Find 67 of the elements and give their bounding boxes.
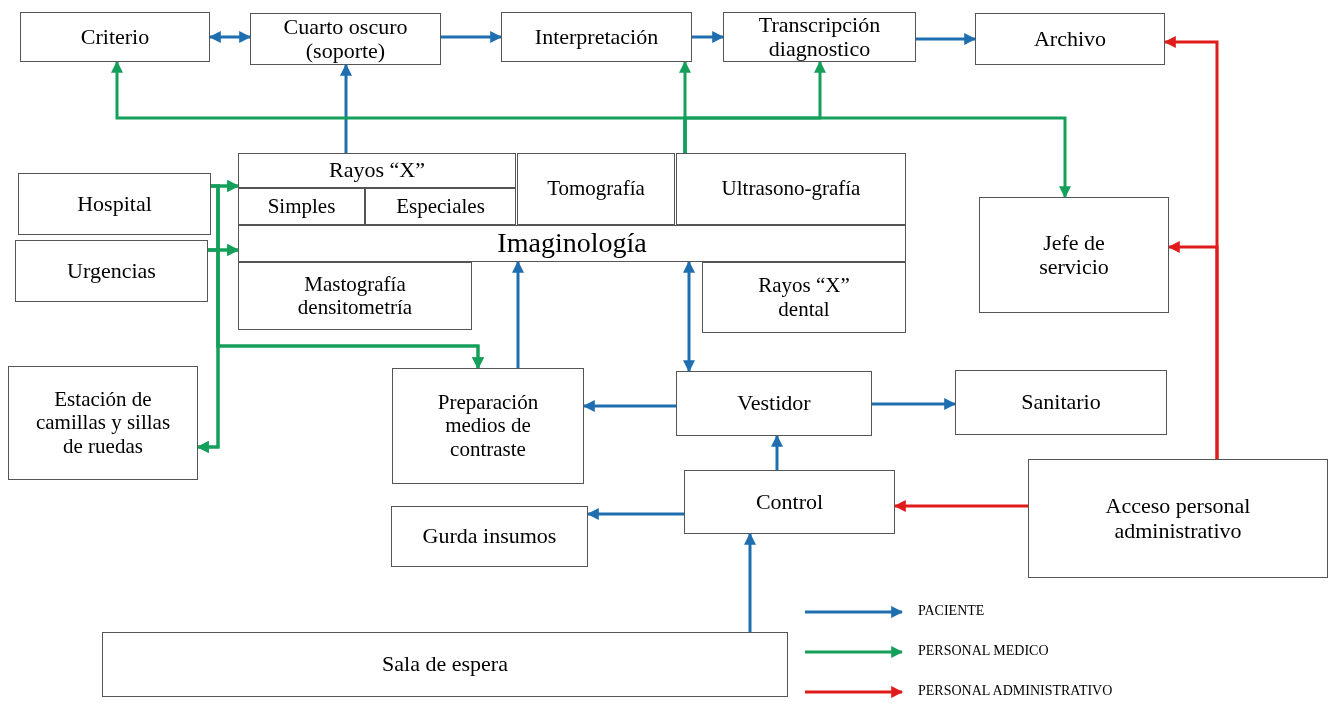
- arrow: [582, 400, 676, 412]
- process-box: [102, 632, 788, 697]
- process-box: [955, 370, 1167, 435]
- box-label: Rayos “X”: [329, 158, 425, 183]
- arrow: [586, 508, 684, 520]
- box-label: Especiales: [396, 194, 485, 219]
- process-box: [238, 225, 906, 262]
- process-box: [8, 366, 198, 480]
- legend-label: PERSONAL ADMINISTRATIVO: [918, 684, 1113, 698]
- box-label: Acceso personal administrativo: [1104, 494, 1252, 543]
- arrow: [893, 500, 1028, 512]
- box-label: Vestidor: [737, 391, 811, 416]
- process-box: [365, 188, 516, 225]
- legend-label: PACIENTE: [918, 604, 985, 618]
- box-label: Archivo: [1033, 26, 1107, 52]
- process-box: [18, 173, 211, 235]
- process-box: [20, 12, 210, 62]
- box-label: Simples: [267, 194, 336, 219]
- process-box: [702, 262, 906, 333]
- box-label: Gurda insumos: [422, 524, 557, 549]
- arrow: [208, 31, 252, 43]
- arrow: [196, 248, 220, 453]
- process-box: [723, 12, 916, 62]
- arrow: [692, 31, 725, 43]
- legend-label: PERSONAL MEDICO: [918, 644, 1049, 658]
- arrow: [771, 434, 783, 470]
- process-box: [676, 371, 872, 436]
- arrow: [512, 260, 524, 368]
- process-box: [238, 262, 472, 330]
- box-label: Cuarto oscuro (soporte): [282, 14, 409, 64]
- process-box: [15, 240, 208, 302]
- process-box: [979, 197, 1169, 313]
- box-label: Interpretación: [534, 24, 659, 50]
- process-box: [501, 12, 692, 62]
- box-label: Preparación medios de contraste: [436, 391, 540, 461]
- box-label: Tomografía: [547, 177, 645, 201]
- arrow: [683, 260, 695, 373]
- arrow: [916, 33, 977, 45]
- process-box: [1028, 459, 1328, 578]
- process-box: [238, 188, 365, 225]
- box-label: Rayos “X” dental: [757, 274, 851, 321]
- process-box: [391, 506, 588, 567]
- box-label: Estación de camillas y sillas de ruedas: [34, 388, 172, 458]
- box-label: Hospital: [77, 191, 152, 217]
- process-box: [676, 153, 906, 225]
- box-label: Mastografía densitometría: [296, 272, 414, 320]
- arrow: [441, 31, 503, 43]
- process-box: [975, 13, 1165, 65]
- process-box: [684, 470, 895, 534]
- arrow: [744, 532, 756, 632]
- process-box: [250, 13, 441, 65]
- arrow: [872, 398, 957, 410]
- box-label: Urgencias: [67, 258, 156, 284]
- box-label: Sala de espera: [382, 652, 508, 677]
- box-label: Control: [755, 489, 824, 515]
- process-box: [392, 368, 584, 484]
- box-label: Ultrasono-grafía: [721, 177, 861, 201]
- box-label: Jefe de servicio: [1038, 230, 1110, 280]
- box-label: Imaginología: [497, 228, 647, 259]
- box-label: Transcripción diagnostico: [757, 12, 882, 62]
- arrow: [1167, 241, 1219, 459]
- arrow: [683, 116, 1071, 199]
- box-label: Criterio: [80, 24, 150, 50]
- process-box: [517, 153, 675, 225]
- box-label: Sanitario: [1021, 390, 1101, 415]
- arrow: [340, 63, 352, 153]
- process-box: [238, 153, 516, 188]
